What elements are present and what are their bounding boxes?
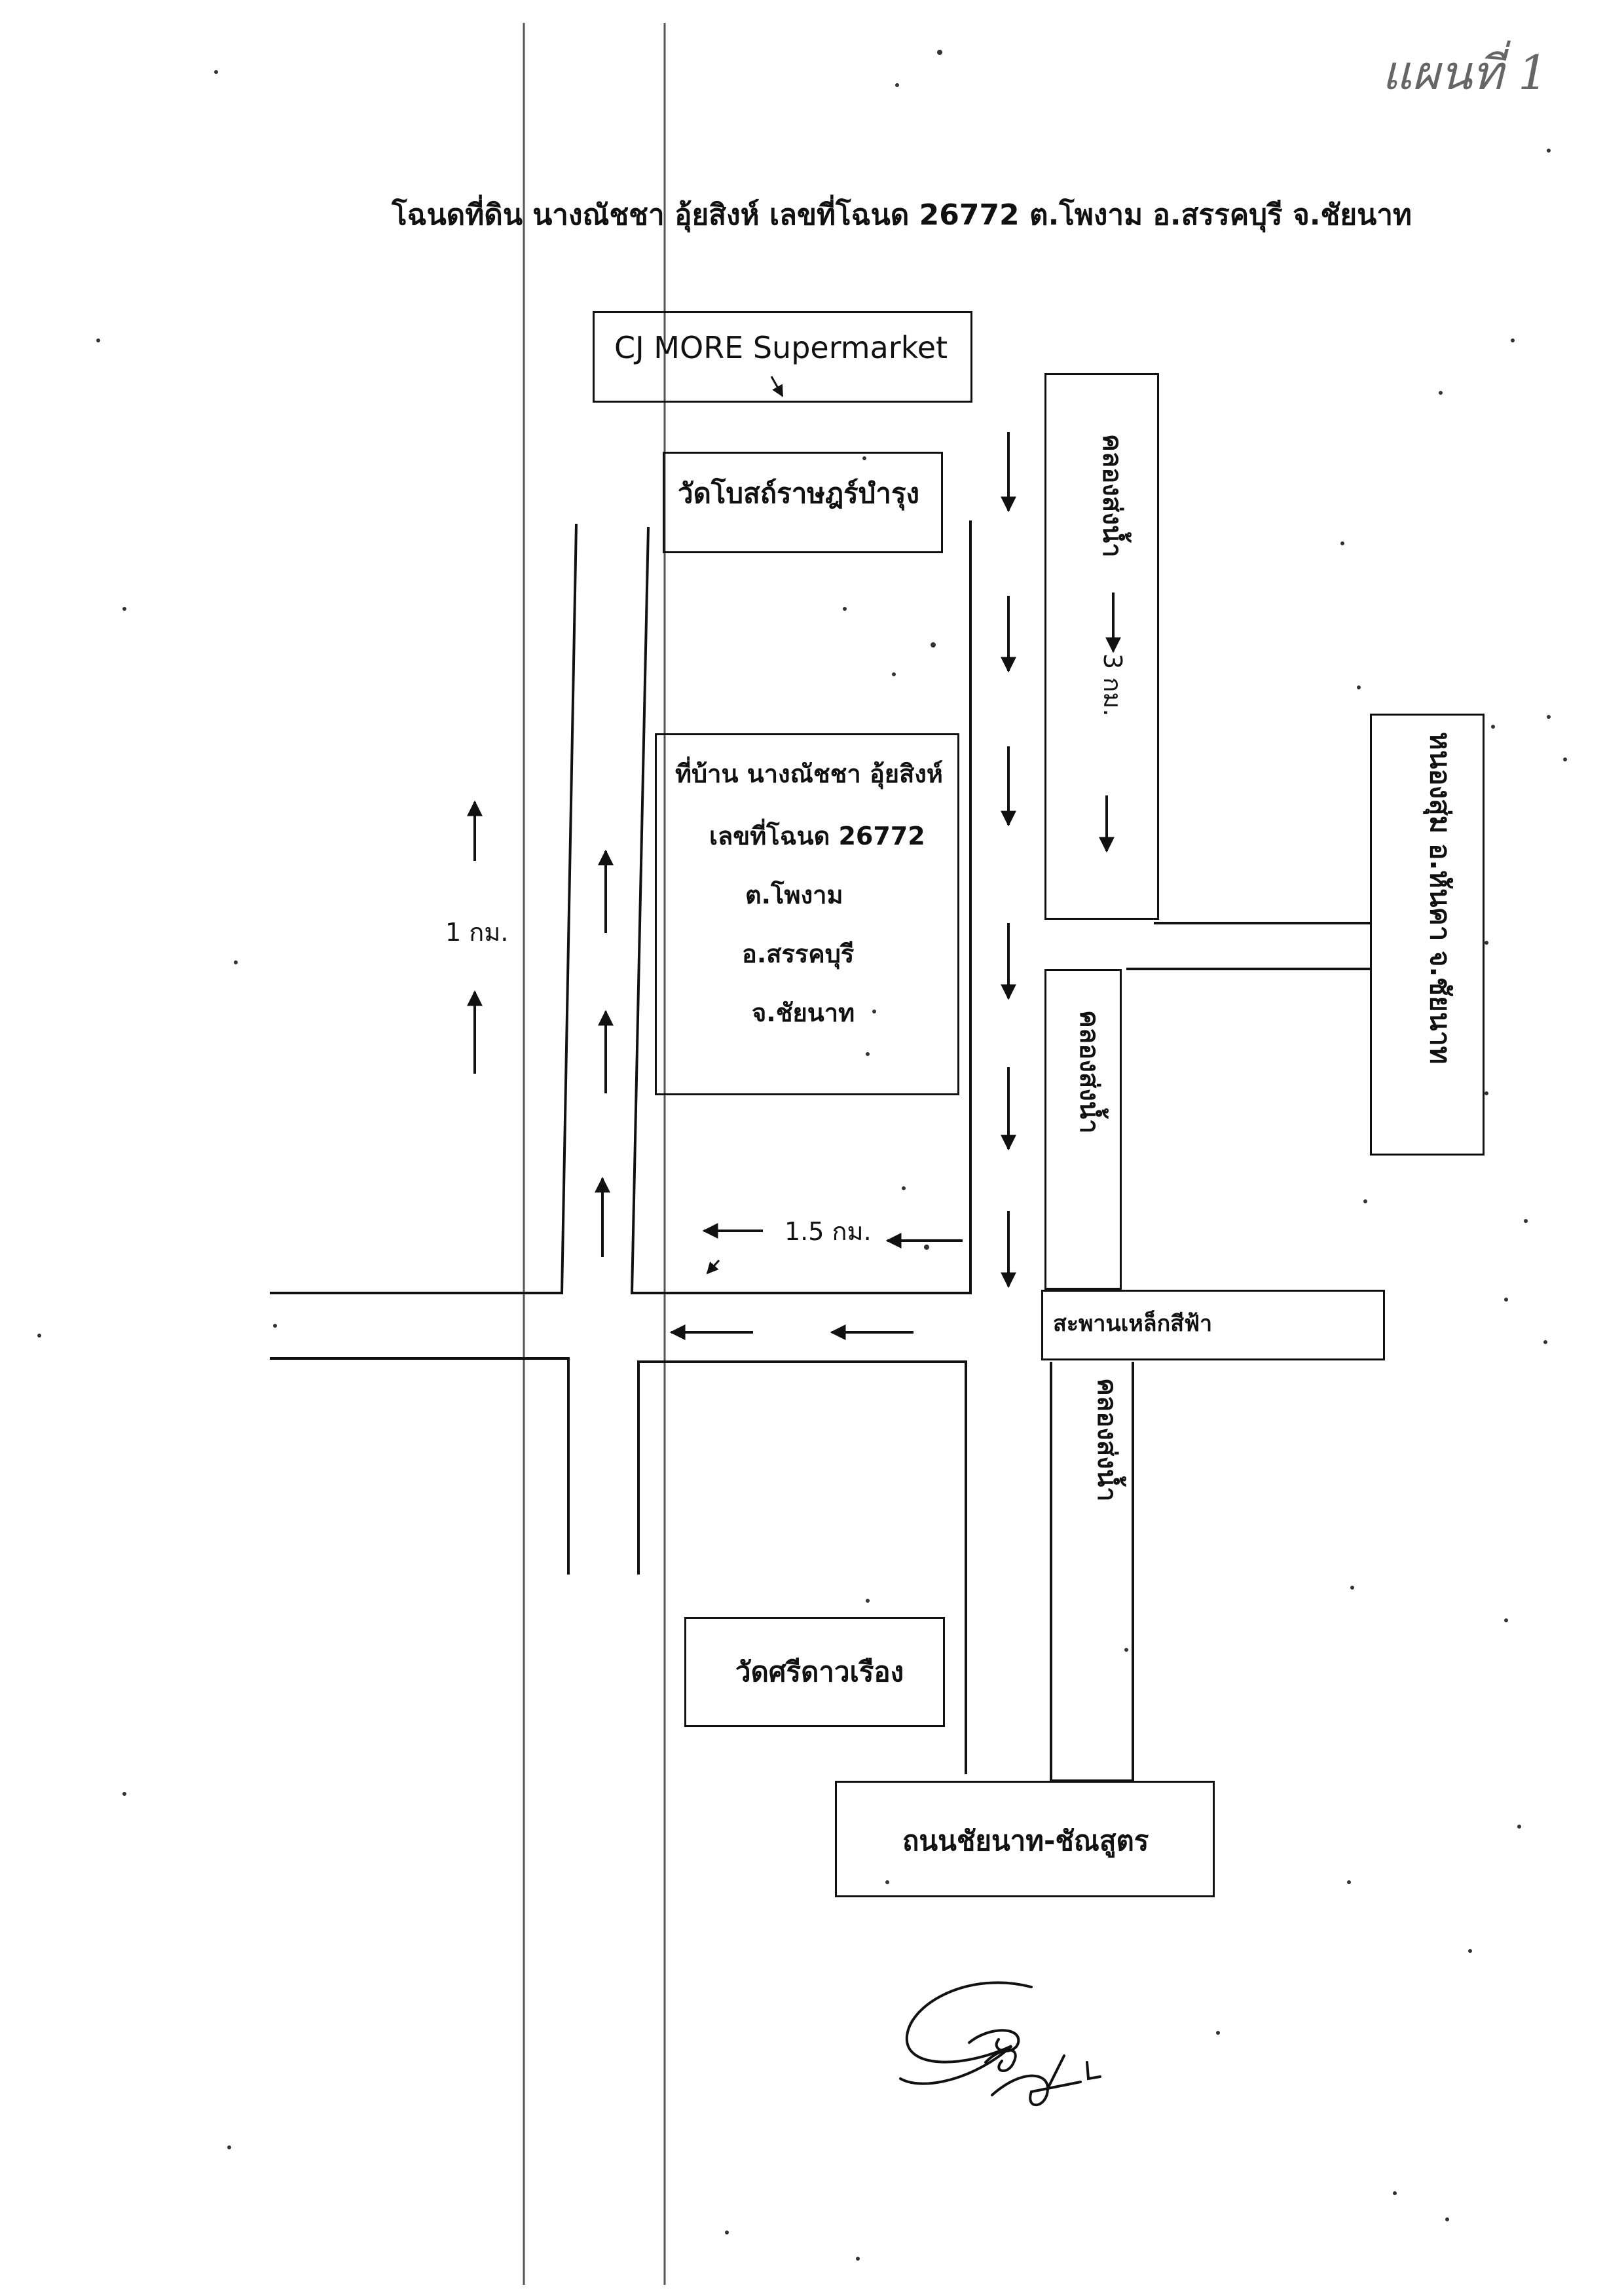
supermarket-box: CJ MORE Supermarket xyxy=(593,311,972,403)
temple-south-label: วัดศรีดาวเรือง xyxy=(735,1656,904,1688)
middle-canal-label: คลองส่งน้ำ xyxy=(1074,1010,1104,1134)
scan-specks xyxy=(37,50,1567,2261)
temple-north-label: วัดโบสถ์ราษฎร์บำรุง xyxy=(678,477,920,509)
property-line4: อ.สรรคบุรี xyxy=(742,939,855,968)
bridge-label: สะพานเหล็กสีฟ้า xyxy=(1053,1311,1213,1337)
temple-north-box: วัดโบสถ์ราษฎร์บำรุง xyxy=(663,452,943,553)
bridge-box: สะพานเหล็กสีฟ้า xyxy=(1041,1290,1385,1360)
middle-canal-box: คลองส่งน้ำ xyxy=(1044,969,1122,1290)
left-road-west-edge xyxy=(270,523,578,1294)
page-title: โฉนดที่ดิน นางณัชชา อุ้ยสิงห์ เลขที่โฉนด… xyxy=(392,198,1412,232)
small-arrow-mark xyxy=(706,1259,720,1275)
upper-canal-box: คลองส่งน้ำ 3 กม. xyxy=(1044,373,1159,920)
property-line5: จ.ชัยนาท xyxy=(752,998,855,1027)
mid-road-distance-label: 1.5 กม. xyxy=(784,1217,872,1246)
left-road-east-edge xyxy=(630,520,972,1294)
upper-canal-label: คลองส่งน้ำ xyxy=(1097,434,1127,558)
village-box: หนองสุ่ม อ.หันคา จ.ชัยนาท xyxy=(1370,714,1485,1156)
corner-note: แผนที่ 1 xyxy=(1382,45,1548,100)
signature xyxy=(899,1981,1101,2106)
small-arrow-mark xyxy=(770,376,784,397)
cross-road-south-east xyxy=(637,1360,967,1774)
lower-canal-label: คลองส่งน้ำ xyxy=(1092,1378,1122,1502)
supermarket-label: CJ MORE Supermarket xyxy=(614,330,948,365)
highway-box: ถนนชัยนาท-ชัณสูตร xyxy=(835,1781,1215,1897)
property-line3: ต.โพงาม xyxy=(745,881,843,909)
canal-distance-label: 3 กม. xyxy=(1098,653,1127,717)
property-line1: ที่บ้าน นางณัชชา อุ้ยสิงห์ xyxy=(675,759,943,788)
property-box: ที่บ้าน นางณัชชา อุ้ยสิงห์ เลขที่โฉนด 26… xyxy=(655,733,959,1095)
property-line2: เลขที่โฉนด 26772 xyxy=(709,822,925,850)
cross-road-south-west xyxy=(270,1357,570,1575)
temple-south-box: วัดศรีดาวเรือง xyxy=(684,1617,945,1727)
village-label: หนองสุ่ม อ.หันคา จ.ชัยนาท xyxy=(1424,732,1456,1065)
highway-label: ถนนชัยนาท-ชัณสูตร xyxy=(902,1825,1149,1857)
left-road-distance-label: 1 กม. xyxy=(445,918,509,947)
